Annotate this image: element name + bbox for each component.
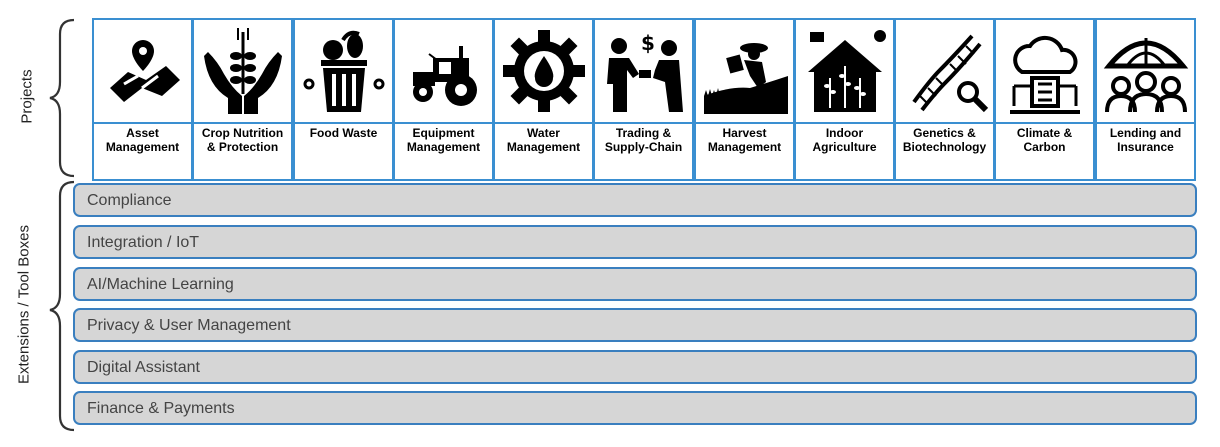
project-climate-carbon[interactable]: Climate & Carbon — [994, 18, 1095, 181]
extension-label: Integration / IoT — [87, 234, 200, 251]
extension-label: Privacy & User Management — [87, 317, 291, 334]
divider — [194, 122, 291, 124]
project-harvest-management[interactable]: Harvest Management — [694, 18, 795, 181]
greenhouse-icon — [796, 20, 893, 122]
project-asset-management[interactable]: Asset Management — [92, 18, 193, 181]
hands-wheat-icon — [194, 20, 291, 122]
dna-icon — [896, 20, 993, 122]
divider — [395, 122, 492, 124]
map-pin-icon — [94, 20, 191, 122]
project-label: Equipment Management — [406, 126, 481, 154]
divider — [696, 122, 793, 124]
extension-label: Digital Assistant — [87, 359, 200, 376]
extension-label: Compliance — [87, 192, 172, 209]
project-label: Indoor Agriculture — [812, 126, 877, 154]
extension-finance-payments[interactable]: Finance & Payments — [73, 391, 1197, 425]
divider — [94, 122, 191, 124]
extension-privacy-user-management[interactable]: Privacy & User Management — [73, 308, 1197, 342]
extension-compliance[interactable]: Compliance — [73, 183, 1197, 217]
project-label: Asset Management — [105, 126, 180, 154]
divider — [595, 122, 692, 124]
umbrella-people-icon — [1097, 20, 1194, 122]
project-label: Crop Nutrition & Protection — [201, 126, 284, 154]
project-label: Climate & Carbon — [1016, 126, 1073, 154]
harvest-worker-icon — [696, 20, 793, 122]
gear-water-drop-icon — [495, 20, 592, 122]
project-label: Water Management — [506, 126, 581, 154]
project-label: Genetics & Biotechnology — [902, 126, 987, 154]
cloud-circuit-icon — [996, 20, 1093, 122]
project-crop-nutrition-protection[interactable]: Crop Nutrition & Protection — [192, 18, 293, 181]
project-label: Lending and Insurance — [1109, 126, 1182, 154]
extension-integration-iot[interactable]: Integration / IoT — [73, 225, 1197, 259]
project-indoor-agriculture[interactable]: Indoor Agriculture — [794, 18, 895, 181]
projects-brace — [49, 18, 75, 432]
extensions-label: Extensions / Tool Boxes — [15, 225, 33, 384]
divider — [1097, 122, 1194, 124]
project-equipment-management[interactable]: Equipment Management — [393, 18, 494, 181]
svg-text:$: $ — [641, 31, 655, 55]
project-trading-supply-chain[interactable]: $ Trading & Supply-Chain — [593, 18, 694, 181]
project-label: Harvest Management — [707, 126, 782, 154]
trade-people-icon: $ — [595, 20, 692, 122]
divider — [495, 122, 592, 124]
project-label: Food Waste — [309, 126, 378, 140]
extension-label: AI/Machine Learning — [87, 276, 234, 293]
divider — [796, 122, 893, 124]
trash-food-icon — [295, 20, 392, 122]
extension-label: Finance & Payments — [87, 400, 235, 417]
tractor-icon — [395, 20, 492, 122]
divider — [295, 122, 392, 124]
projects-label: Projects — [18, 69, 36, 124]
project-food-waste[interactable]: Food Waste — [293, 18, 394, 181]
project-lending-and-insurance[interactable]: Lending and Insurance — [1095, 18, 1196, 181]
project-water-management[interactable]: Water Management — [493, 18, 594, 181]
project-genetics-biotechnology[interactable]: Genetics & Biotechnology — [894, 18, 995, 181]
extension-digital-assistant[interactable]: Digital Assistant — [73, 350, 1197, 384]
extension-ai-machine-learning[interactable]: AI/Machine Learning — [73, 267, 1197, 301]
divider — [996, 122, 1093, 124]
divider — [896, 122, 993, 124]
project-label: Trading & Supply-Chain — [604, 126, 683, 154]
